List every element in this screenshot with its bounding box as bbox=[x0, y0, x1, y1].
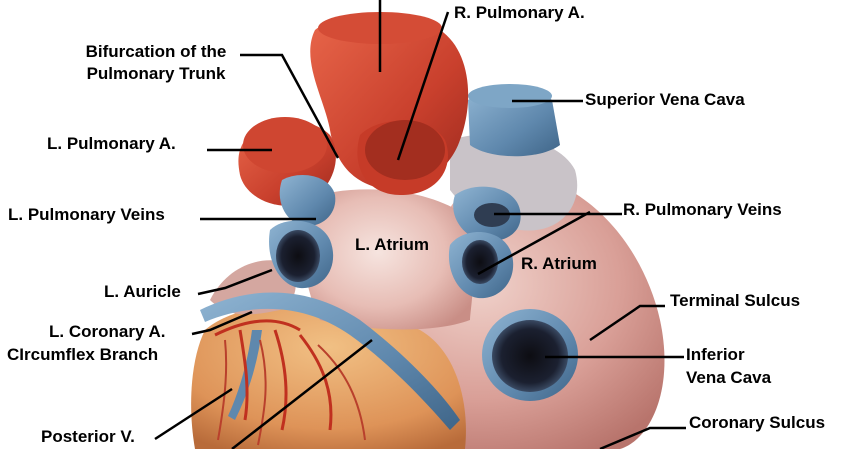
coronary-artery-branches bbox=[217, 339, 366, 446]
label-l-pulmonary-veins: L. Pulmonary Veins bbox=[8, 205, 165, 224]
label-r-pulmonary-veins: R. Pulmonary Veins bbox=[623, 200, 782, 219]
label-bifurcation-line2: Pulmonary Trunk bbox=[86, 64, 226, 83]
r-pulmonary-vein-upper-lumen bbox=[474, 203, 510, 227]
label-inferior-vena-cava-line1: Inferior bbox=[686, 345, 745, 364]
l-pulmonary-vein-lumen bbox=[276, 230, 320, 282]
svc-opening bbox=[468, 84, 552, 108]
circumflex-artery bbox=[214, 319, 333, 431]
label-r-pulmonary-a: R. Pulmonary A. bbox=[454, 3, 585, 22]
leader-r-pulmonary-veins-lower bbox=[477, 210, 591, 276]
label-inferior-vena-cava-line2: Vena Cava bbox=[686, 368, 772, 387]
label-bifurcation-line1: Bifurcation of the bbox=[85, 42, 227, 61]
leader-r-pulmonary-a bbox=[396, 11, 450, 161]
left-atrium bbox=[300, 189, 474, 330]
r-pulmonary-artery-opening bbox=[365, 120, 445, 180]
l-pulmonary-vein-upper bbox=[279, 175, 336, 226]
label-posterior-v: Posterior V. bbox=[41, 427, 135, 446]
label-superior-vena-cava: Superior Vena Cava bbox=[585, 90, 745, 109]
label-r-atrium: R. Atrium bbox=[521, 254, 597, 273]
label-l-atrium: L. Atrium bbox=[355, 235, 429, 254]
r-pulmonary-vein-lower-lumen bbox=[462, 240, 498, 284]
leader-coronary-sulcus bbox=[599, 426, 686, 451]
label-l-auricle: L. Auricle bbox=[104, 282, 181, 301]
label-coronary-sulcus: Coronary Sulcus bbox=[689, 413, 826, 432]
l-pulmonary-artery-opening bbox=[243, 117, 327, 173]
leader-terminal-sulcus bbox=[589, 304, 665, 342]
label-l-pulmonary-a: L. Pulmonary A. bbox=[47, 134, 176, 153]
leader-posterior-v-1 bbox=[154, 387, 233, 441]
leader-posterior-v-2 bbox=[231, 339, 373, 450]
label-l-coronary-a-line2: CIrcumflex Branch bbox=[7, 345, 159, 364]
coronary-sinus bbox=[200, 292, 460, 430]
label-terminal-sulcus: Terminal Sulcus bbox=[670, 291, 801, 310]
leader-l-coronary-a bbox=[191, 310, 253, 336]
leader-l-auricle bbox=[197, 268, 273, 296]
inferior-vena-cava-lumen bbox=[492, 320, 568, 392]
leader-bifurcation bbox=[240, 53, 340, 159]
leader-lines bbox=[154, 0, 686, 451]
label-l-coronary-a-line1: L. Coronary A. bbox=[49, 322, 166, 341]
